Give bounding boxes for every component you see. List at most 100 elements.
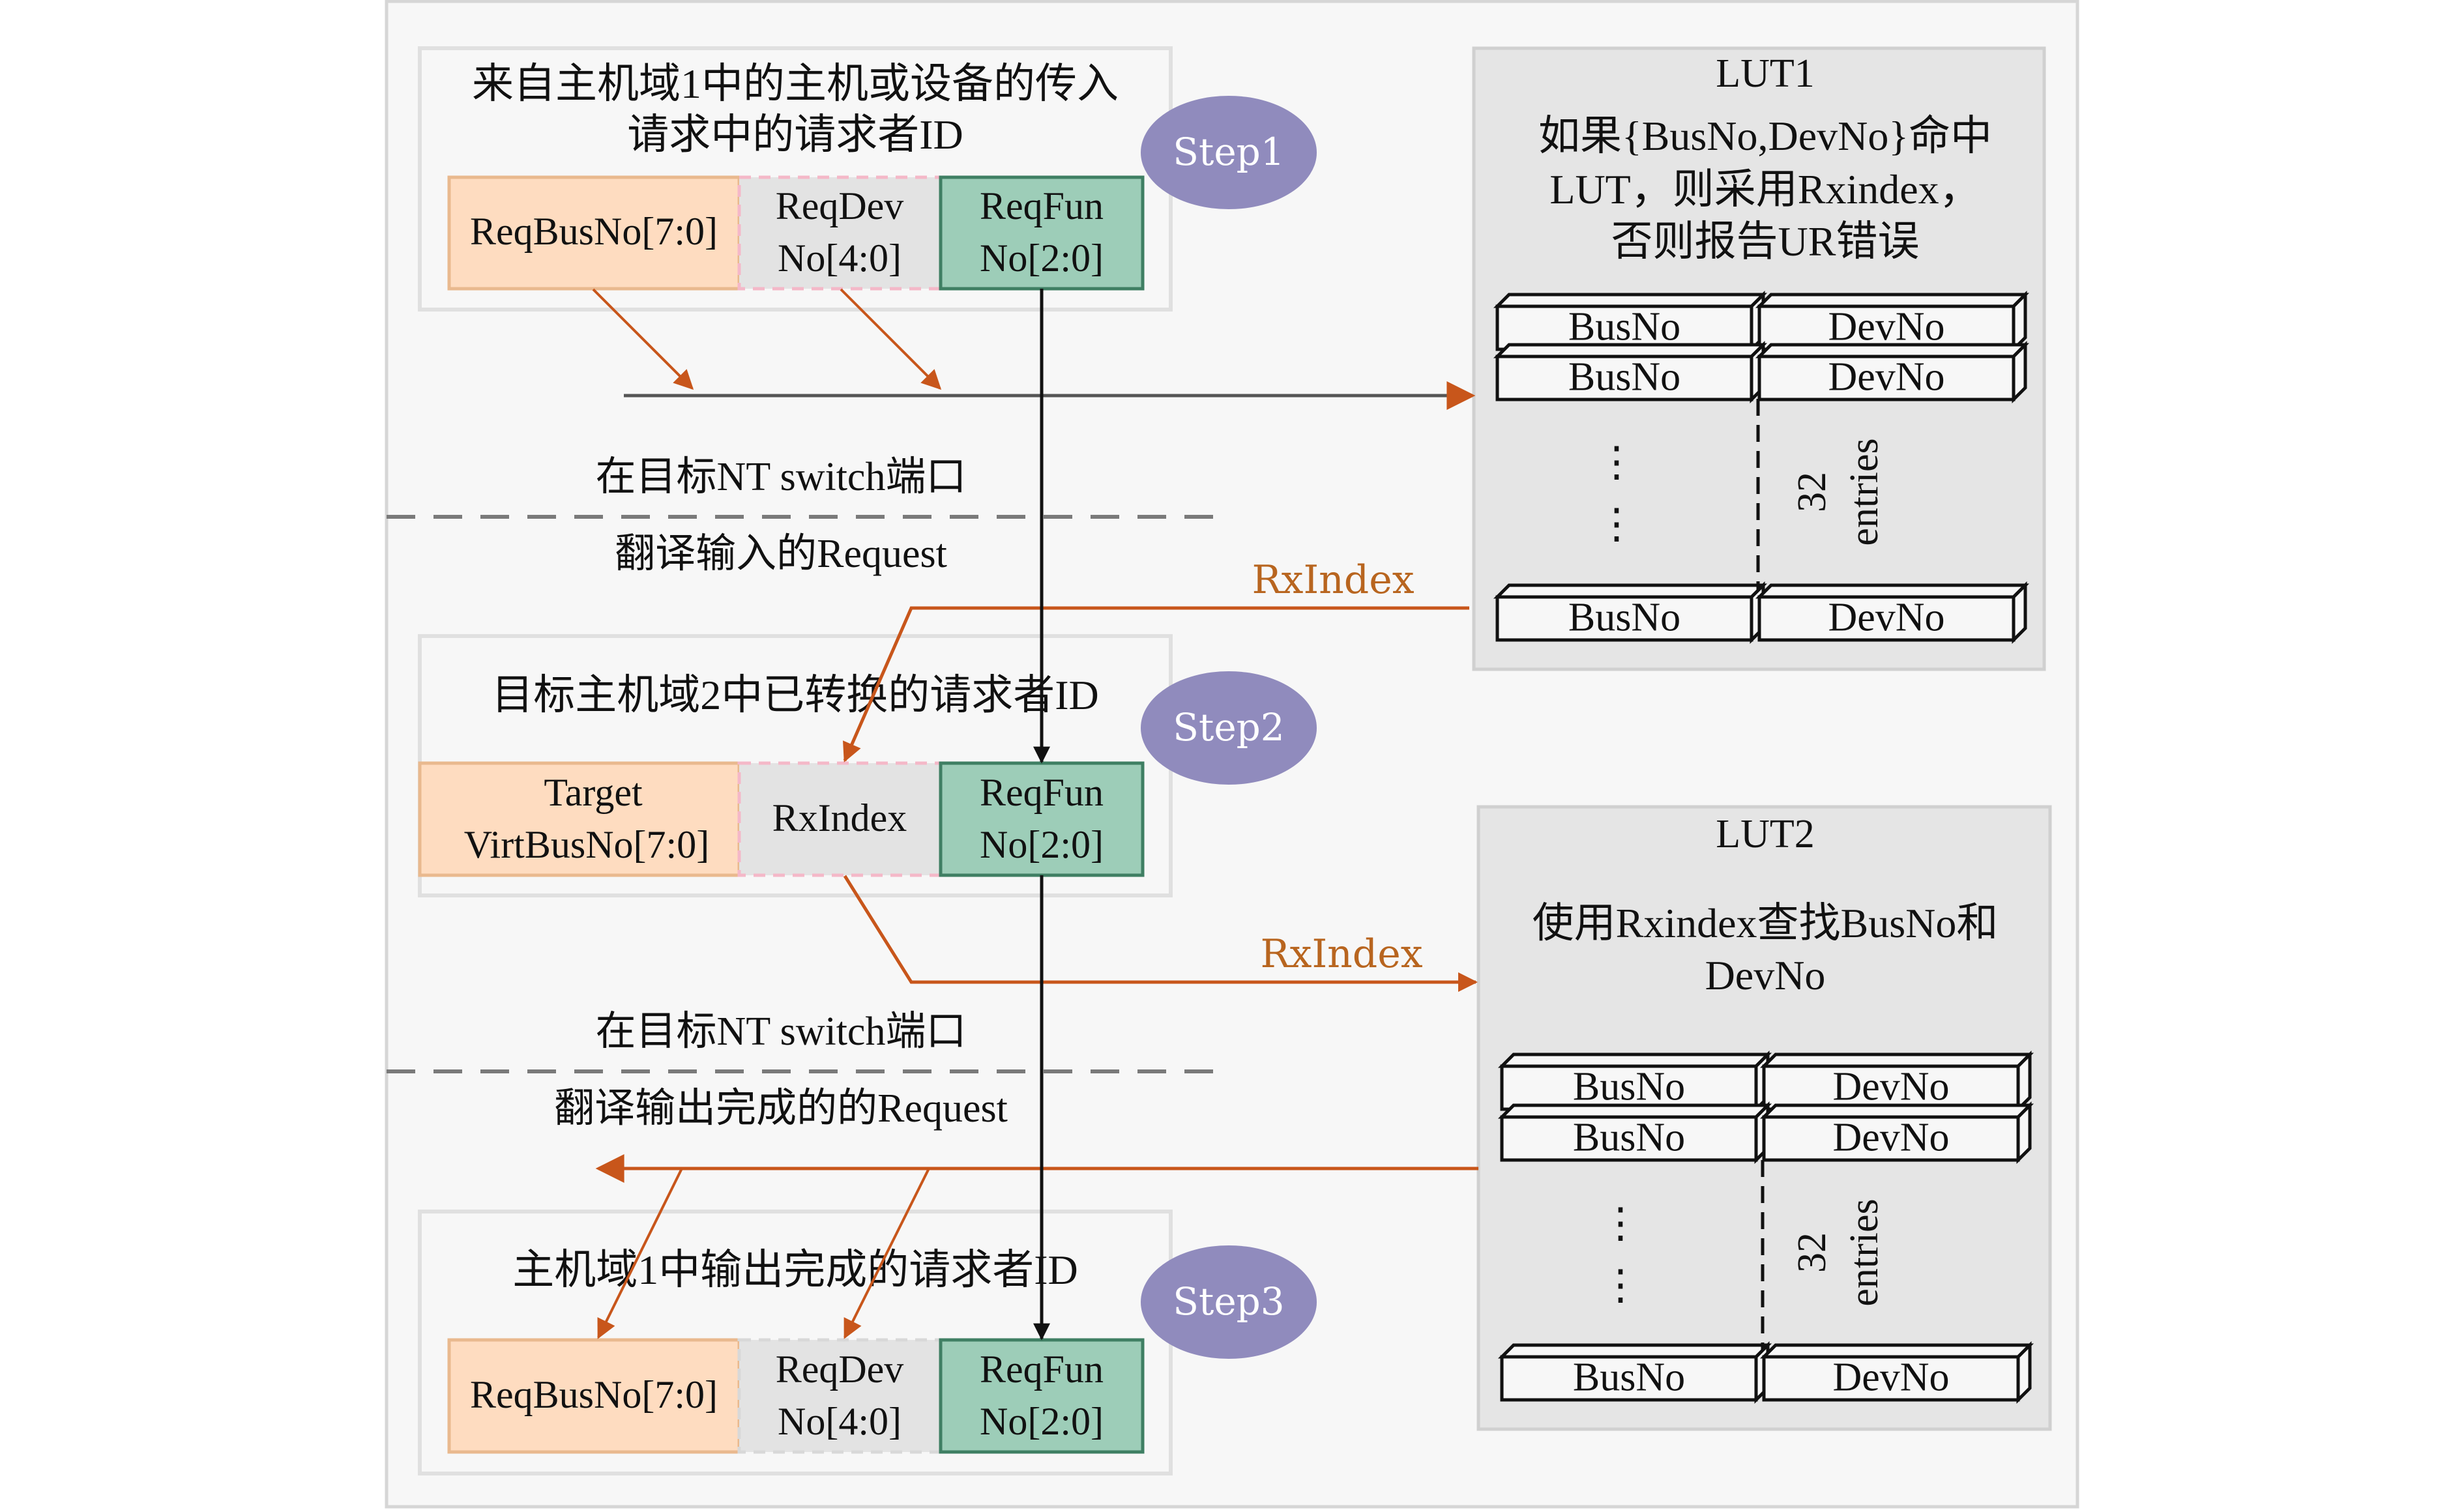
lut2-entry-2-busno-label: BusNo <box>1573 1115 1685 1159</box>
lut2-entry-3-devno-front-face <box>1762 1355 2020 1402</box>
step3-group: 主机域1中输出完成的请求者ID ReqBusNo[7:0] ReqDev No[… <box>418 1210 1317 1475</box>
lut2-to-step3-bus-arrow <box>597 1168 683 1339</box>
lut1-desc-line2: LUT，则采用Rxindex， <box>1549 166 1980 212</box>
step2-group: 目标主机域2中已转换的请求者ID Target VirtBusNo[7:0] R… <box>418 634 1317 897</box>
boundary2: 在目标NT switch端口 翻译输出完成的的Request <box>387 1009 1218 1131</box>
lut2-entry-2-devno-side-face <box>2016 1101 2032 1165</box>
lut2-entry-1-devno-front-face <box>1762 1064 2020 1111</box>
lut2-ellipsis-2: ⋮ <box>1600 1262 1641 1308</box>
lut2-entry-2-busno: BusNo <box>1497 1101 1772 1165</box>
lut2-entry-2-devno-label: DevNo <box>1832 1115 1949 1159</box>
step3-dev-label-1: ReqDev <box>776 1348 904 1391</box>
step1-title-line2: 请求中的请求者ID <box>627 111 963 158</box>
lut1-ellipsis-1: ⋮ <box>1596 439 1637 485</box>
step2-bus-field <box>418 761 741 877</box>
lut1-title: LUT1 <box>1716 51 1815 96</box>
step3-bus-label: ReqBusNo[7:0] <box>470 1373 718 1416</box>
boundary2-above-label: 在目标NT switch端口 <box>596 1009 967 1054</box>
lut2-entry-3-busno: BusNo <box>1497 1341 1772 1404</box>
lut1-entry-1-devno-front-face <box>1757 304 2016 351</box>
step2-bus-label-1: Target <box>544 771 643 814</box>
lut1-entry-3-devno-side-face <box>2012 581 2027 645</box>
lut1-entry-1-devno-label: DevNo <box>1828 304 1944 349</box>
step2-rxindex-to-lut2-arrow <box>843 875 1478 992</box>
lut1-rxindex-arrow <box>843 606 1469 762</box>
step3-dev-label-2: No[4:0] <box>778 1400 902 1443</box>
lut1-entry-2-busno: BusNo <box>1493 340 1768 404</box>
lut1-entry-3-busno-front-face <box>1495 595 1753 642</box>
lut1-entry-2-busno-front-face <box>1495 355 1753 401</box>
step1-dev-to-lookup-arrow <box>840 288 942 390</box>
step1-group: 来自主机域1中的主机或设备的传入 请求中的请求者ID ReqBusNo[7:0]… <box>418 46 1317 312</box>
boundary2-below-label: 翻译输出完成的的Request <box>554 1086 1008 1131</box>
step2-badge-label: Step2 <box>1173 705 1284 749</box>
step1-fun-label-2: No[2:0] <box>980 237 1104 280</box>
step1-badge-label: Step1 <box>1173 130 1284 174</box>
lut1-entry-2-devno-front-face <box>1757 355 2016 401</box>
step2-dev-label: RxIndex <box>772 796 907 839</box>
rxindex-label-2: RxIndex <box>1260 931 1422 977</box>
step2-fun-label-1: ReqFun <box>980 771 1104 814</box>
step2-title: 目标主机域2中已转换的请求者ID <box>491 672 1099 718</box>
step2-bus-label-2: VirtBusNo[7:0] <box>464 823 709 866</box>
step2-dev-field <box>737 761 943 877</box>
lut1-panel: LUT1 如果{BusNo,DevNo}命中 LUT，则采用Rxindex， 否… <box>1472 46 2046 671</box>
lut1-entry-3-devno-label: DevNo <box>1828 595 1944 639</box>
lut1-entry-1-devno: DevNo <box>1755 290 2030 354</box>
lut2-count-unit: entries <box>1842 1198 1886 1306</box>
step3-dev-field <box>737 1338 943 1454</box>
lut1-entry-2-devno: DevNo <box>1755 340 2030 404</box>
lut2-entry-1-busno-label: BusNo <box>1573 1064 1685 1109</box>
lut1-ellipsis-2: ⋮ <box>1596 501 1637 547</box>
lut1-desc-line1: 如果{BusNo,DevNo}命中 <box>1538 113 1992 159</box>
step1-bus-field <box>447 175 741 291</box>
lut2-entry-2-devno: DevNo <box>1759 1101 2034 1165</box>
step1-bus-to-lookup-arrow <box>592 288 694 390</box>
lut2-count-label: 32 <box>1790 1232 1834 1273</box>
step1-fun-field <box>939 175 1145 291</box>
lut1-entry-2-devno-side-face <box>2012 340 2027 404</box>
lut2-entry-1-devno: DevNo <box>1759 1050 2034 1114</box>
step1-badge <box>1141 96 1317 209</box>
lut2-entry-2-devno-front-face <box>1762 1115 2020 1162</box>
lut2-entry-1-busno: BusNo <box>1497 1050 1772 1114</box>
lut2-entry-3-devno-side-face <box>2016 1341 2032 1404</box>
boundary1-above-label: 在目标NT switch端口 <box>596 455 967 499</box>
lut1-entry-3-devno-front-face <box>1757 595 2016 642</box>
step1-title-line1: 来自主机域1中的主机或设备的传入 <box>472 61 1119 107</box>
lut2-entry-1-devno-label: DevNo <box>1832 1064 1949 1109</box>
step2-fun-label-2: No[2:0] <box>980 823 1104 866</box>
lut1-entry-3-busno: BusNo <box>1493 581 1768 645</box>
lut1-count-label: 32 <box>1790 472 1834 512</box>
lut1-entry-1-devno-side-face <box>2012 290 2027 354</box>
lut1-entry-3-devno: DevNo <box>1755 581 2030 645</box>
step3-fun-label-2: No[2:0] <box>980 1400 1104 1443</box>
lut2-entry-3-busno-front-face <box>1500 1355 1758 1402</box>
lut2-entry-2-busno-front-face <box>1500 1115 1758 1162</box>
step1-dev-label-1: ReqDev <box>776 184 904 227</box>
lut2-desc-line1: 使用Rxindex查找BusNo和 <box>1533 900 1999 946</box>
lut2-entry-3-busno-label: BusNo <box>1573 1355 1685 1399</box>
lut1-entry-1-busno-label: BusNo <box>1568 304 1680 349</box>
lut1-desc-line3: 否则报告UR错误 <box>1611 218 1920 265</box>
lut2-desc-line2: DevNo <box>1705 952 1826 998</box>
lut2-entry-3-devno-label: DevNo <box>1832 1355 1949 1399</box>
boundary1-below-label: 翻译输入的Request <box>615 532 947 576</box>
step1-bus-label: ReqBusNo[7:0] <box>470 210 718 253</box>
step3-fun-label-1: ReqFun <box>980 1348 1104 1391</box>
step1-dev-label-2: No[4:0] <box>778 237 902 280</box>
lut2-title: LUT2 <box>1716 812 1815 856</box>
step1-fun-label-1: ReqFun <box>980 184 1104 227</box>
lut2-entry-3-devno: DevNo <box>1759 1341 2034 1404</box>
rxindex-label-1: RxIndex <box>1252 557 1414 603</box>
lut1-entry-2-busno-label: BusNo <box>1568 355 1680 399</box>
step3-bus-field <box>447 1338 741 1454</box>
lut1-entry-2-devno-label: DevNo <box>1828 355 1944 399</box>
boundary1: 在目标NT switch端口 翻译输入的Request <box>387 455 1218 576</box>
lut1-count-unit: entries <box>1842 438 1886 545</box>
step3-title: 主机域1中输出完成的请求者ID <box>512 1247 1078 1293</box>
